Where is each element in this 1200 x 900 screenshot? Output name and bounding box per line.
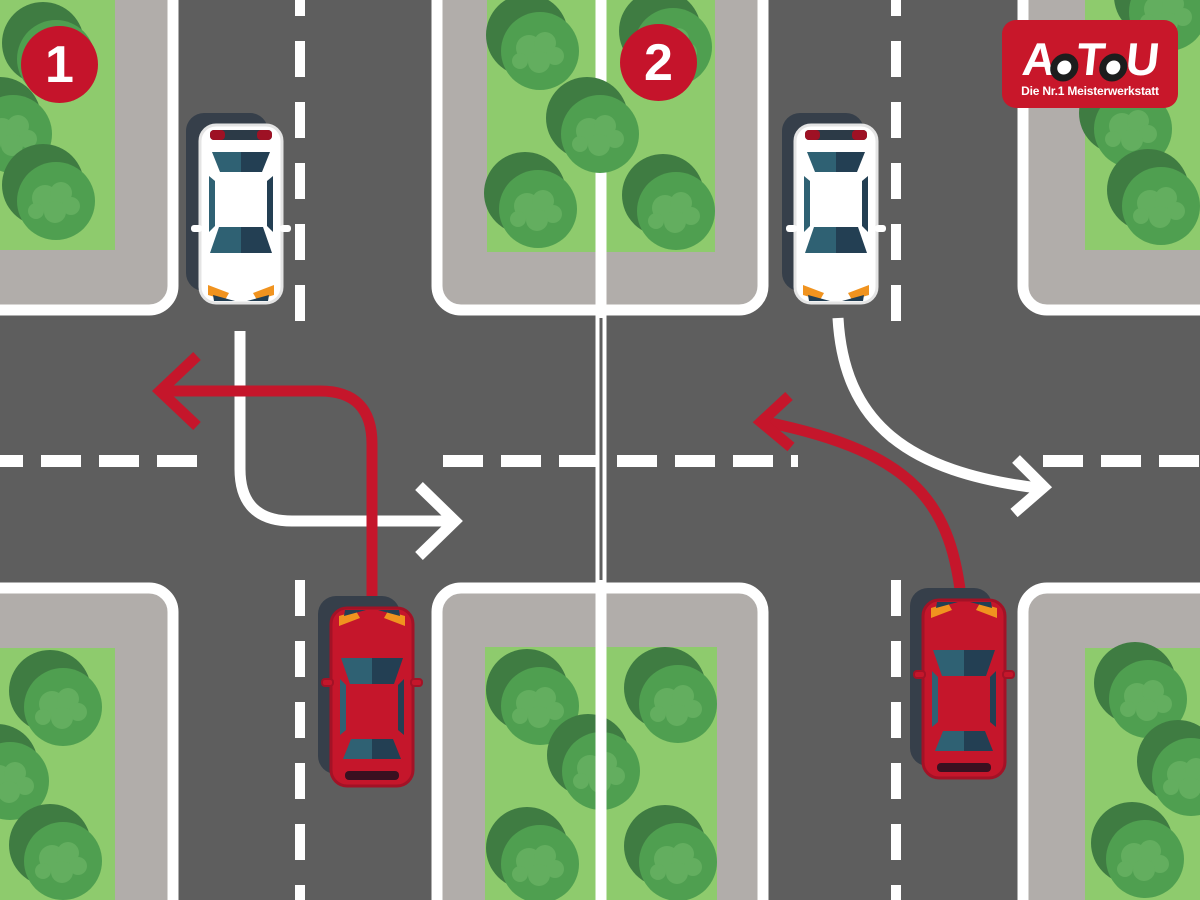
scenario-2-badge: 2 [620, 24, 697, 101]
scenario-1-number: 1 [45, 35, 74, 94]
white-left-turn-arrow-icon [234, 331, 463, 560]
atu-wordmark: A T U [1020, 32, 1160, 85]
white-left-turn-arrow-icon [832, 317, 1053, 518]
scenario-1-badge: 1 [21, 26, 98, 103]
red-car-icon [912, 598, 1016, 780]
red-car-icon [320, 606, 424, 788]
atu-logo: A T U Die Nr.1 Meisterwerkstatt [1002, 20, 1178, 108]
logo-tagline: Die Nr.1 Meisterwerkstatt [1021, 83, 1159, 98]
red-left-turn-arrow-icon [151, 352, 378, 621]
logo-letter-u: U [1122, 32, 1160, 85]
white-car-icon [784, 123, 888, 305]
tire-wheel-icon [1099, 53, 1128, 81]
scenario-2-number: 2 [644, 33, 673, 92]
tire-wheel-icon [1050, 53, 1079, 81]
red-left-turn-arrow-icon [752, 391, 968, 607]
white-car-icon [189, 123, 293, 305]
